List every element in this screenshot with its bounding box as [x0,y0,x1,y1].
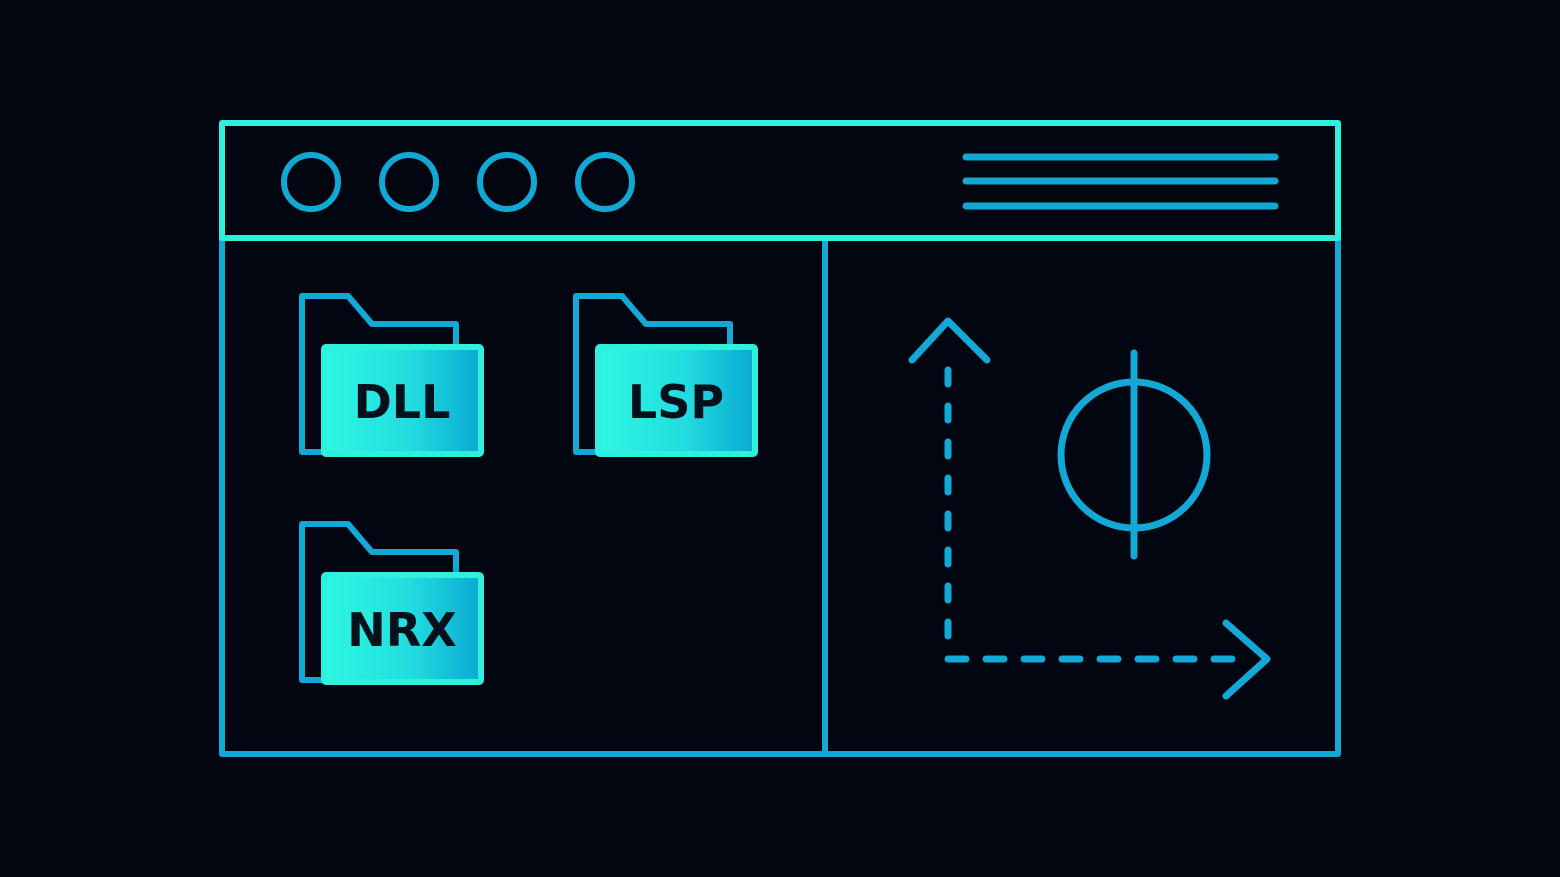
window-control-circle-icon[interactable] [575,152,635,212]
folder-label: LSP [628,375,724,429]
window-control-circle-icon[interactable] [379,152,439,212]
folder-label: NRX [347,603,456,657]
folder-dll[interactable]: DLL [299,293,484,457]
folder-front-icon [321,572,484,685]
window-frame [219,120,1341,757]
phi-icon [1057,349,1211,560]
hamburger-icon[interactable] [962,153,1279,210]
folder-front-icon [321,344,484,457]
folder-back-icon [299,293,459,455]
folder-label: DLL [354,375,451,429]
window-controls [281,152,635,212]
folder-nrx[interactable]: NRX [299,521,484,685]
window-control-circle-icon[interactable] [477,152,537,212]
folder-back-icon [299,521,459,683]
folder-back-icon [573,293,733,455]
title-bar [219,120,1341,241]
dashed-axes-icon [908,317,1271,700]
window-control-circle-icon[interactable] [281,152,341,212]
folder-front-icon [595,344,758,457]
folder-lsp[interactable]: LSP [573,293,758,457]
